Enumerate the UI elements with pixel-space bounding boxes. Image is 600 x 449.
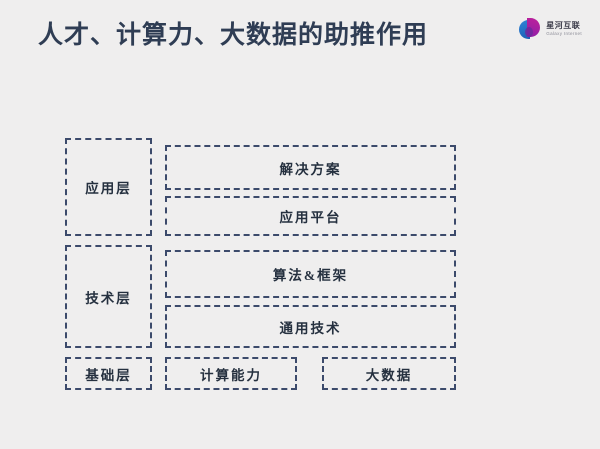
block-solution: 解决方案 — [165, 145, 456, 190]
block-big-data: 大数据 — [322, 357, 456, 390]
block-application-platform-text: 应用平台 — [279, 210, 342, 225]
brand-name-cn: 星河互联 — [546, 20, 581, 30]
layer-label-technology: 技术层 — [65, 245, 152, 348]
block-application-platform: 应用平台 — [165, 196, 456, 236]
slide-header: 人才、计算力、大数据的助推作用 星河互联 Galaxy Internet — [0, 0, 600, 66]
block-general-technology-text: 通用技术 — [279, 320, 342, 336]
layer-architecture-diagram: 应用层 解决方案 应用平台 技术层 算法&框架 通用技术 基础层 计算能力 大数… — [65, 138, 456, 390]
layer-label-application: 应用层 — [65, 138, 152, 236]
brand-name-en: Galaxy Internet — [546, 30, 582, 36]
brand-logo: 星河互联 Galaxy Internet — [519, 16, 582, 42]
page-title: 人才、计算力、大数据的助推作用 — [38, 22, 429, 49]
block-general-technology: 通用技术 — [165, 305, 456, 348]
block-computing-power: 计算能力 — [165, 357, 297, 390]
brand-logo-text: 星河互联 Galaxy Internet — [546, 20, 582, 37]
logo-left-half-shape — [519, 20, 531, 39]
layer-label-application-text: 应用层 — [85, 181, 132, 196]
layer-label-infrastructure: 基础层 — [65, 357, 152, 390]
layer-label-technology-text: 技术层 — [85, 290, 132, 306]
block-solution-text: 解决方案 — [279, 161, 342, 177]
logo-center-dot-shape — [525, 27, 534, 37]
block-big-data-text: 大数据 — [365, 367, 413, 383]
block-algorithm-framework: 算法&框架 — [165, 250, 456, 298]
block-algorithm-framework-text: 算法&框架 — [272, 268, 349, 283]
block-computing-power-text: 计算能力 — [200, 367, 262, 383]
galaxy-circle-icon — [519, 18, 541, 40]
layer-label-infrastructure-text: 基础层 — [85, 367, 132, 383]
